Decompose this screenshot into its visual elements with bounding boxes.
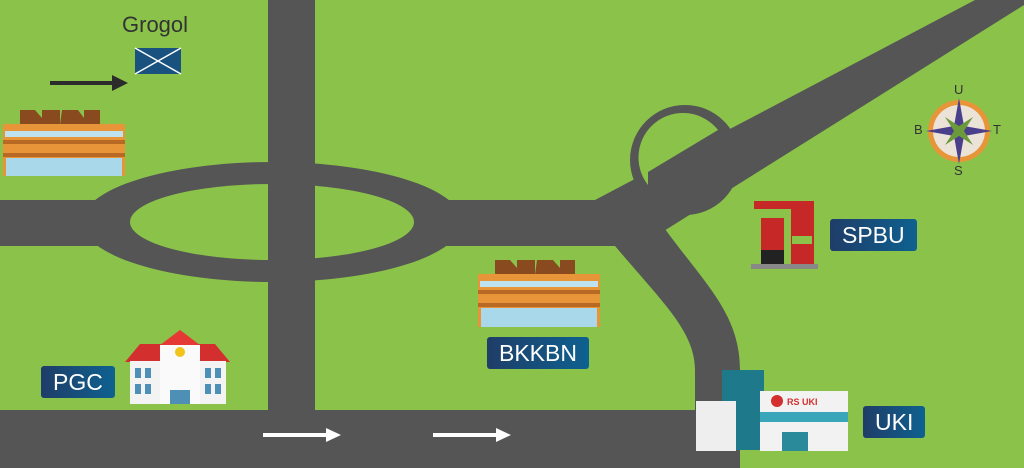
bottom-road bbox=[0, 410, 740, 468]
arrow-head bbox=[326, 428, 341, 442]
bkkbn-building-icon bbox=[478, 260, 600, 327]
grogol-label: Grogol bbox=[122, 12, 189, 37]
compass-west: B bbox=[914, 122, 923, 137]
pgc-building-icon bbox=[125, 330, 230, 404]
curved-road bbox=[610, 215, 740, 420]
bkkbn-label[interactable]: BKKBN bbox=[487, 337, 589, 369]
loop-island bbox=[638, 112, 718, 185]
compass-icon bbox=[926, 98, 992, 164]
compass-north: U bbox=[954, 82, 964, 97]
factory-building-icon bbox=[3, 110, 125, 176]
compass-south: S bbox=[954, 163, 963, 178]
compass-east: T bbox=[993, 122, 1001, 137]
hospital-building-icon: RS UKI bbox=[696, 370, 848, 451]
uki-label[interactable]: UKI bbox=[863, 406, 926, 438]
pgc-label[interactable]: PGC bbox=[41, 366, 115, 398]
direction-arrows bbox=[50, 75, 511, 442]
hospital-sign: RS UKI bbox=[787, 397, 818, 407]
arrow-head bbox=[496, 428, 511, 442]
gas-station-icon bbox=[751, 201, 818, 269]
spbu-label[interactable]: SPBU bbox=[830, 219, 917, 251]
road-crossing bbox=[268, 182, 315, 264]
grogol-sign-icon bbox=[134, 47, 182, 75]
arrow-head bbox=[112, 75, 128, 91]
